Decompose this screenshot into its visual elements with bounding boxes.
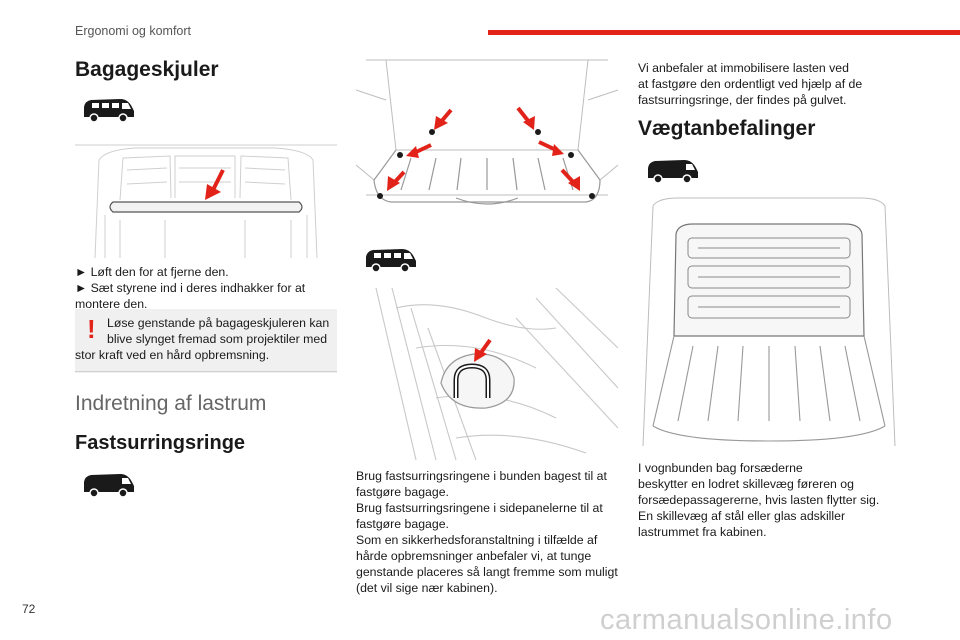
step-fit-cont: montere den.: [75, 297, 148, 311]
immobilise-load-paragraph: Vi anbefaler at immobilisere lasten ved …: [638, 60, 862, 108]
heading-vaegtanbefalinger: Vægtanbefalinger: [638, 117, 816, 140]
paragraph-line: Brug fastsurringsringene i bunden bagest…: [356, 469, 607, 483]
paragraph-line: genstande placeres så langt fremme som m…: [356, 565, 618, 579]
heading-bagageskjuler: Bagageskjuler: [75, 58, 219, 81]
van-cargo-icon: [84, 474, 134, 498]
partition-paragraph: I vognbunden bag forsæderne beskytter en…: [638, 460, 879, 540]
paragraph-line: (det vil sige nær kabinen).: [356, 581, 498, 595]
section-divider: [75, 371, 337, 372]
lashing-rings-paragraph: Brug fastsurringsringene i bunden bagest…: [356, 468, 618, 596]
cover-instructions: ► Løft den for at fjerne den. ► Sæt styr…: [75, 264, 305, 312]
paragraph-line: beskytter en lodret skillevæg føreren og: [638, 477, 854, 491]
red-arrow-icon: [474, 338, 492, 362]
paragraph-line: Brug fastsurringsringene i sidepanelerne…: [356, 501, 603, 515]
warning-text-cont: stor kraft ved en hård opbremsning.: [75, 347, 269, 363]
luggage-cover-figure: [75, 140, 337, 258]
paragraph-line: Vi anbefaler at immobilisere lasten ved: [638, 61, 849, 75]
warning-exclamation-icon: !: [87, 314, 96, 344]
van-bus-icon: [366, 249, 416, 273]
lashing-rings-floor-figure: [356, 50, 618, 220]
header-section-title: Ergonomi og komfort: [75, 24, 192, 38]
van-bus-icon: [84, 99, 134, 123]
lashing-ring-detail-figure: [356, 288, 618, 460]
paragraph-line: fastsurringsringe, der findes på gulvet.: [638, 93, 847, 107]
van-cargo-icon: [648, 160, 698, 184]
paragraph-line: Som en sikkerhedsforanstaltning i tilfæl…: [356, 533, 598, 547]
paragraph-line: fastgøre bagage.: [356, 517, 449, 531]
warning-line: stor kraft ved en hård opbremsning.: [75, 348, 270, 362]
red-arrow-icon: [387, 106, 580, 191]
warning-line: blive slynget fremad som projektiler med: [107, 332, 328, 346]
step-remove: ► Løft den for at fjerne den.: [75, 265, 229, 279]
paragraph-line: hårde opbremsninger anbefaler vi, at tun…: [356, 549, 592, 563]
paragraph-line: lastrummet fra kabinen.: [638, 525, 767, 539]
warning-line: Løse genstande på bagageskjuleren kan: [107, 316, 330, 330]
header-accent-bar: [488, 30, 960, 35]
paragraph-line: fastgøre bagage.: [356, 485, 449, 499]
page-number: 72: [22, 602, 36, 616]
paragraph-line: En skillevæg af stål eller glas adskille…: [638, 509, 846, 523]
watermark: carmanualsonline.info: [600, 604, 893, 636]
bulkhead-partition-figure: [638, 196, 900, 454]
heading-fastsurringsringe: Fastsurringsringe: [75, 432, 246, 454]
warning-note: [75, 309, 337, 373]
paragraph-line: at fastgøre den ordentligt ved hjælp af …: [638, 77, 863, 91]
red-arrow-icon: [205, 169, 225, 200]
step-fit: ► Sæt styrene ind i deres indhakker for …: [75, 281, 306, 295]
heading-indretning: Indretning af lastrum: [75, 392, 267, 415]
warning-text: Løse genstande på bagageskjuleren kan bl…: [107, 315, 329, 347]
paragraph-line: forsædepassagererne, hvis lasten flytter…: [638, 493, 880, 507]
paragraph-line: I vognbunden bag forsæderne: [638, 461, 803, 475]
